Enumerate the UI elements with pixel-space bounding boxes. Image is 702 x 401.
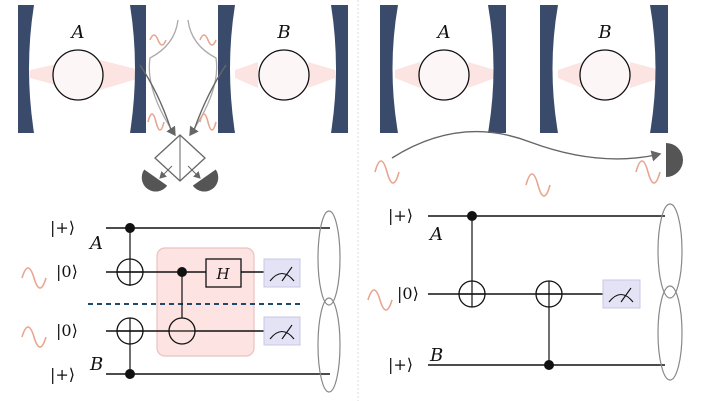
left-mirror-a2 bbox=[130, 5, 146, 133]
left-meter-2 bbox=[263, 316, 301, 346]
left-photon-bottom-b bbox=[199, 113, 217, 131]
left-mirror-a1 bbox=[18, 5, 34, 133]
right-ket-mid: |0⟩ bbox=[397, 284, 419, 303]
left-photon-paths bbox=[139, 19, 227, 137]
left-photon-in-1 bbox=[21, 267, 47, 289]
left-cavity-a: A bbox=[18, 5, 146, 133]
right-mirror-b1 bbox=[540, 5, 558, 133]
right-label-a-wire: A bbox=[428, 224, 443, 245]
left-detector-2 bbox=[192, 169, 219, 192]
right-mirror-b2 bbox=[650, 5, 668, 133]
right-photon-mid bbox=[525, 173, 551, 197]
right-ket-bottom: |+⟩ bbox=[388, 355, 413, 374]
right-label-b: B bbox=[597, 22, 611, 43]
left-label-a: A bbox=[70, 22, 85, 43]
left-ket-top: |+⟩ bbox=[50, 218, 75, 237]
left-hadamard-label: H bbox=[215, 265, 230, 283]
right-cavity-a: A bbox=[380, 5, 506, 133]
right-label-a: A bbox=[436, 22, 451, 43]
left-atom-a bbox=[52, 49, 104, 101]
left-photon-top-b bbox=[199, 34, 217, 46]
right-circuit: |+⟩ A |0⟩ B |+⟩ bbox=[367, 203, 683, 381]
left-atom-b bbox=[258, 49, 310, 101]
right-detector bbox=[666, 143, 683, 177]
right-ket-top: |+⟩ bbox=[388, 206, 413, 225]
right-output-bracket-1 bbox=[657, 203, 683, 299]
left-output-bracket-2 bbox=[317, 297, 341, 393]
left-mirror-b2 bbox=[331, 5, 348, 133]
right-output-bracket-2 bbox=[657, 285, 683, 381]
right-cavity-b: B bbox=[540, 5, 668, 133]
left-photon-top-a bbox=[149, 34, 167, 46]
left-mirror-b1 bbox=[218, 5, 235, 133]
left-ket-bottom: |+⟩ bbox=[50, 365, 75, 384]
left-ket-mid1: |0⟩ bbox=[56, 262, 78, 281]
left-detector-1 bbox=[141, 169, 168, 192]
left-photon-in-2 bbox=[21, 326, 47, 348]
left-hadamard-gate bbox=[205, 258, 242, 288]
left-output-bracket-1 bbox=[317, 210, 341, 306]
right-mirror-a2 bbox=[488, 5, 506, 133]
right-atom-b bbox=[579, 49, 631, 101]
left-cavity-b: B bbox=[218, 5, 348, 133]
left-label-a-wire: A bbox=[88, 233, 103, 254]
left-ket-mid2: |0⟩ bbox=[56, 321, 78, 340]
left-label-b: B bbox=[276, 22, 290, 43]
right-photon-end bbox=[635, 160, 661, 184]
left-photon-bottom-a bbox=[147, 113, 165, 131]
right-photon-in bbox=[367, 289, 393, 311]
right-photon-path bbox=[391, 130, 662, 162]
left-beam-splitter bbox=[154, 134, 206, 182]
right-atom-a bbox=[418, 49, 470, 101]
right-mirror-a1 bbox=[380, 5, 398, 133]
left-circuit: H |+⟩ A |0⟩ |0⟩ B |+⟩ bbox=[21, 210, 341, 393]
right-label-b-wire: B bbox=[429, 345, 443, 366]
left-label-b-wire: B bbox=[89, 354, 103, 375]
right-photon-start bbox=[374, 160, 400, 184]
